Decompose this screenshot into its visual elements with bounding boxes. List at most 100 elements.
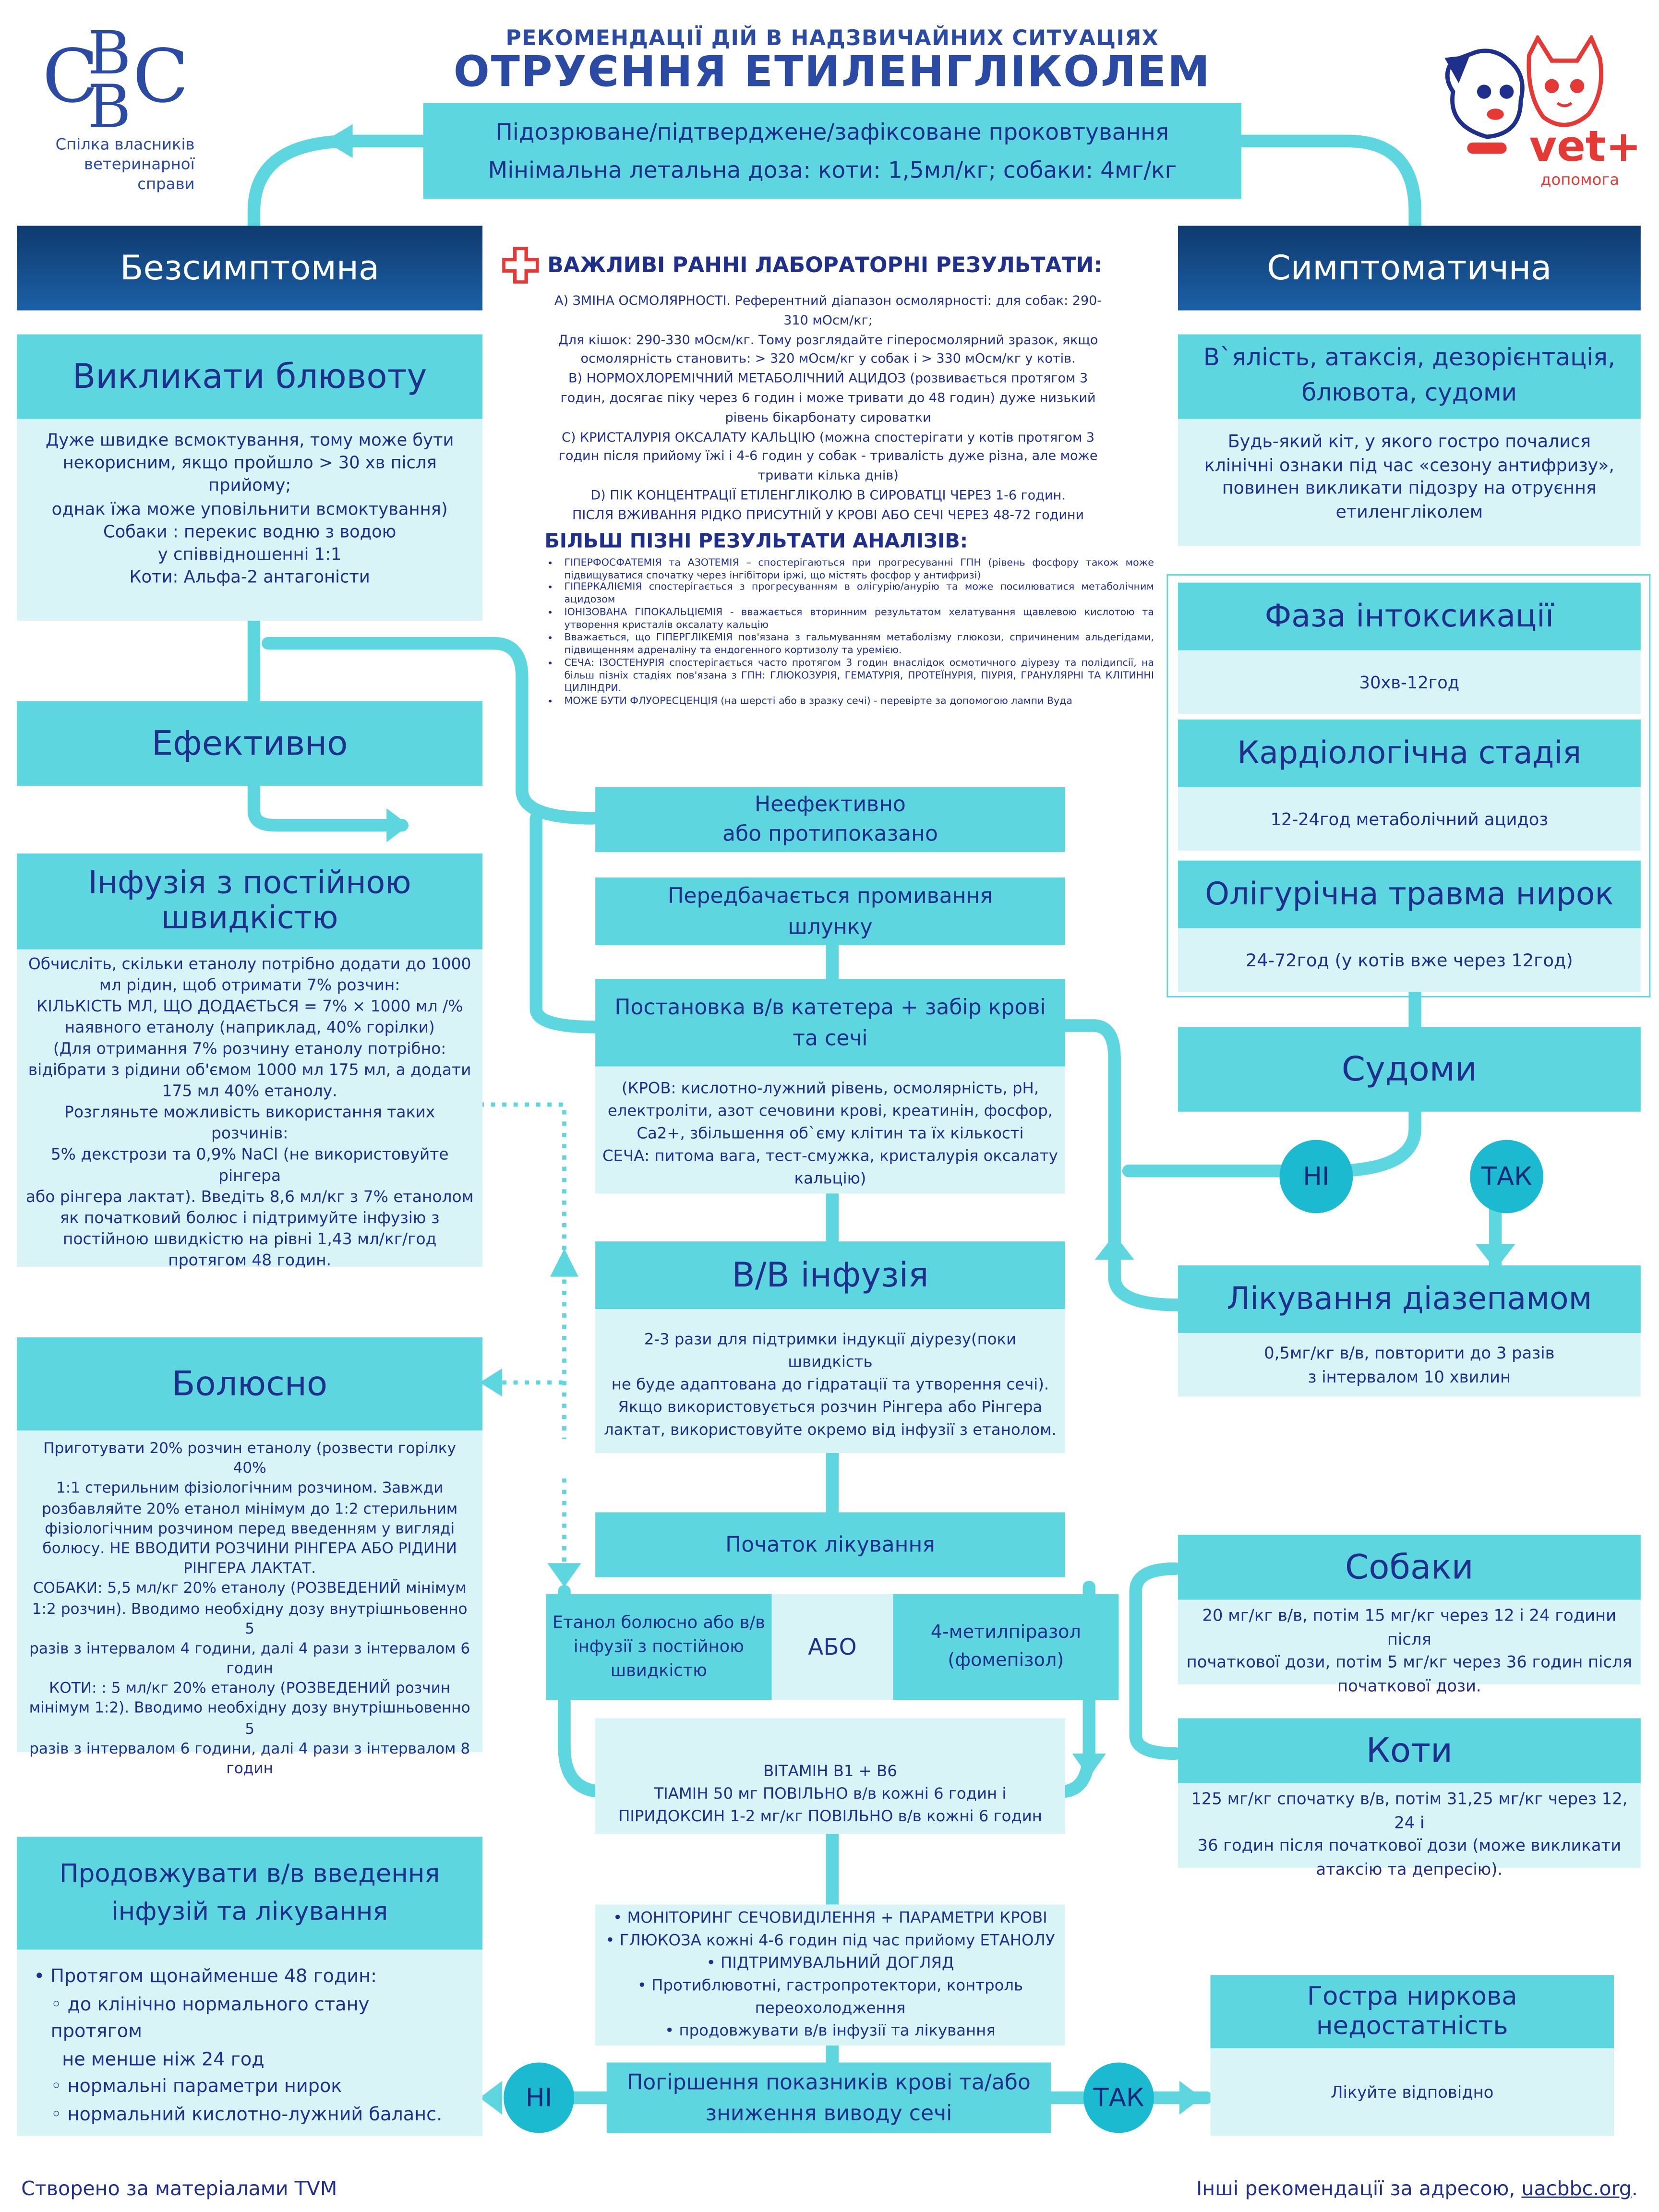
bolus-line: 1:2 розчин). Вводимо необхідну дозу внут… [32, 1600, 468, 1638]
late-lab-item: ГІПЕРФОСФАТЕМІЯ та АЗОТЕМІЯ – спостеріга… [565, 557, 1154, 582]
cri-line: 175 мл 40% етанолу. [162, 1082, 337, 1101]
late-lab-item: ГІПЕРКАЛІЄМІЯ спостерігається з прогресу… [565, 582, 1154, 607]
catheter-body: (КРОВ: кислотно-лужний рівень, осмолярні… [595, 1066, 1065, 1194]
bolus-line: 1:1 стерильним фізіологічним розчином. З… [56, 1480, 444, 1498]
signs-title-line: блювота, судоми [1301, 379, 1517, 408]
catheter-title-line: Постановка в/в катетера + забір крові [614, 994, 1046, 1020]
phase-renal-time: 24-72год (у котів вже через 12год) [1178, 928, 1641, 992]
catheter-line: електроліти, азот сечовини крові, креати… [607, 1102, 1053, 1120]
lethal-dose-text: Мінімальна летальна доза: коти: 1,5мл/кг… [488, 156, 1177, 184]
svg-text:C: C [42, 34, 98, 120]
bolus-line: фізіологічним розчином перед введенням у… [45, 1520, 455, 1538]
iv-infusion-title: В/В інфузія [595, 1241, 1065, 1310]
induce-vomit-line: однак їжа може уповільнити всмоктування) [51, 499, 448, 519]
worsening-line: Погіршення показників крові та/або [627, 2068, 1031, 2094]
org-line-1: Спілка власників [55, 135, 195, 154]
bolus-line: Приготувати 20% розчин етанолу (розвести… [43, 1440, 457, 1478]
cri-line: постійною швидкістю на рівні 1,43 мл/кг/… [62, 1230, 437, 1249]
continue-subitem: ◦ нормальний кислотно-лужний баланс. [50, 2104, 443, 2126]
cbbc-logo-icon: C B B C [42, 19, 189, 142]
early-lab-line: C) КРИСТАЛУРІЯ ОКСАЛАТУ КАЛЬЦІЮ (можна с… [561, 430, 1095, 445]
cri-line: Обчисліть, скільки етанолу потрібно дода… [28, 955, 471, 974]
seizures-no-circle: НІ [1279, 1140, 1353, 1214]
iv-line: Якщо використовується розчин Рінгера або… [618, 1397, 1043, 1417]
svg-text:B: B [87, 72, 131, 130]
late-lab-item: ІОНІЗОВАНА ГІПОКАЛЬЦІЄМІЯ - вважається в… [565, 607, 1154, 633]
induce-vomit-line: Дуже швидке всмоктування, тому може бути [45, 430, 454, 450]
continue-item: • Протягом щонайменше 48 годин: [34, 1966, 377, 1988]
signs-line: клінічні ознаки під час «сезону антифриз… [1204, 454, 1615, 475]
bolus-body: Приготувати 20% розчин етанолу (розвести… [17, 1430, 483, 1778]
asymptomatic-header: Безсимптомна [17, 226, 483, 311]
bolus-line: разів з інтервалом 4 години, далі 4 рази… [29, 1640, 470, 1658]
dog-cat-mascot-icon [1444, 33, 1603, 154]
phase-renal-title: Олігурічна травма нирок [1178, 860, 1641, 928]
dogs-line: початкової дози, потім 5 мг/кг через 36 … [1186, 1652, 1633, 1672]
worsening-box: Погіршення показників крові та/або зниже… [606, 2062, 1051, 2133]
footer-link[interactable]: uacbbc.org [1521, 2178, 1632, 2201]
iv-line: лактат, використовуйте окремо від інфузі… [604, 1420, 1057, 1439]
monitoring-line: • ГЛЮКОЗА кожні 4-6 годин під час прийом… [605, 1931, 1055, 1950]
lab-results: ВАЖЛИВІ РАННІ ЛАБОРАТОРНІ РЕЗУЛЬТАТИ: A)… [496, 247, 1159, 783]
ineffective-line: або протипоказано [722, 821, 938, 847]
cri-line: 5% декстрози та 0,9% NaCl (не використов… [50, 1145, 449, 1185]
iv-infusion-body: 2-3 рази для підтримки індукції діурезу(… [595, 1309, 1065, 1453]
effective-box: Ефективно [17, 701, 483, 786]
dogs-line: 20 мг/кг в/в, потім 15 мг/кг через 12 і … [1202, 1605, 1617, 1649]
header-subtitle: РЕКОМЕНДАЦІЇ ДІЙ В НАДЗВИЧАЙНИХ СИТУАЦІЯ… [505, 25, 1159, 51]
signs-line: етиленгліколем [1335, 501, 1483, 522]
vitamins-line: ТІАМІН 50 мг ПОВІЛЬНО в/в кожні 6 годин … [654, 1784, 1007, 1803]
seizures-yes-circle: ТАК [1470, 1140, 1544, 1214]
org-line-2: ветеринарної справи [84, 155, 195, 193]
cri-line: відібрати з рідини об'ємом 1000 мл 175 м… [28, 1060, 471, 1080]
induce-vomit-line: Собаки : перекис водню з водою [103, 521, 397, 541]
catheter-title-line: та сечі [793, 1025, 868, 1051]
vitamins-line: ПІРИДОКСИН 1-2 мг/кг ПОВІЛЬНО в/в кожні … [618, 1807, 1042, 1826]
early-labs-text: A) ЗМІНА ОСМОЛЯРНОСТІ. Референтний діапа… [496, 292, 1159, 526]
cats-line: 36 годин після початкової дози (може вик… [1197, 1836, 1622, 1856]
early-lab-line: годин після прийому їжі і 4-6 годин у со… [558, 449, 1098, 465]
cri-line: протягом 48 годин. [168, 1251, 332, 1270]
cats-body: 125 мг/кг спочатку в/в, потім 31,25 мг/к… [1178, 1783, 1641, 1879]
cri-line: як початковий болюс і підтримуйте інфузі… [60, 1209, 440, 1227]
lavage-line: Передбачається промивання [668, 882, 993, 908]
cri-line: Розгляньте можливість використання таких… [64, 1103, 435, 1143]
induce-vomit-line: Коти: Альфа-2 антагоністи [129, 567, 370, 587]
phase-intoxication-time: 30хв-12год [1178, 650, 1641, 714]
monitoring-line: • МОНІТОРИНГ СЕЧОВИДІЛЕННЯ + ПАРАМЕТРИ К… [613, 1909, 1047, 1927]
continue-item-text: Протягом щонайменше 48 годин: [50, 1966, 377, 1988]
footer-more: Інші рекомендації за адресою, uacbbc.org… [1196, 2178, 1638, 2201]
diazepam-title: Лікування діазепамом [1178, 1265, 1641, 1334]
continue-subitem-text: нормальні параметри нирок [67, 2076, 342, 2098]
monitoring-line: • ПІДТРИМУВАЛЬНИЙ ДОГЛЯД [706, 1953, 954, 1972]
worsening-line: зниження виводу сечі [705, 2100, 952, 2126]
fomepizole-box: 4-метилпіразол (фомепізол) [893, 1594, 1119, 1700]
cri-line: мл рідин, щоб отримати 7% розчин: [99, 976, 400, 995]
early-lab-line: B) НОРМОХЛОРЕМІЧНИЙ МЕТАБОЛІЧНИЙ АЦИДОЗ … [568, 371, 1088, 387]
phase-cardio-title: Кардіологічна стадія [1178, 719, 1641, 787]
monitoring-box: • МОНІТОРИНГ СЕЧОВИДІЛЕННЯ + ПАРАМЕТРИ К… [595, 1904, 1065, 2046]
footer-more-text: Інші рекомендації за адресою, [1196, 2178, 1522, 2201]
continue-body: • Протягом щонайменше 48 годин: ◦ до клі… [17, 1949, 483, 2136]
or-label: АБО [771, 1594, 893, 1700]
early-lab-line: рівень бікарбонату сироватки [725, 410, 931, 426]
gastric-lavage-box: Передбачається промивання шлунку [595, 877, 1065, 945]
ingestion-text: Підозрюване/підтверджене/зафіксоване про… [495, 118, 1169, 145]
header-title: ОТРУЄННЯ ЕТИЛЕНГЛІКОЛЕМ [453, 48, 1211, 97]
continue-subitem-text: до клінічно нормального стану протягом [50, 1994, 370, 2043]
early-lab-line: D) ПІК КОНЦЕНТРАЦІЇ ЕТІЛЕНГЛІКОЛЮ В СИРО… [590, 488, 1066, 504]
signs-body: Будь-який кіт, у якого гостро почалися к… [1178, 419, 1641, 546]
footer-source: Створено за матеріалами TVM [21, 2178, 337, 2201]
cri-line: або рінгера лактат). Введіть 8,6 мл/кг з… [25, 1188, 474, 1206]
cri-line: наявного етанолу (наприклад, 40% горілки… [64, 1018, 435, 1037]
ethanol-line: інфузії з постійною [573, 1636, 744, 1657]
early-lab-line: 310 мОсм/кг; [783, 313, 873, 329]
late-labs-title: БІЛЬШ ПІЗНІ РЕЗУЛЬТАТИ АНАЛІЗІВ: [544, 529, 968, 553]
continue-subitem: ◦ до клінічно нормального стану протягом [50, 1994, 370, 2043]
phases-frame [1166, 574, 1651, 998]
early-lab-line: осмолярність становить: > 320 мОсм/кг у … [580, 351, 1076, 368]
continue-subitem: ◦ нормальні параметри нирок [50, 2076, 342, 2098]
early-lab-line: Для кішок: 290-330 мОсм/кг. Тому розгляд… [558, 332, 1098, 348]
late-labs-list: ГІПЕРФОСФАТЕМІЯ та АЗОТЕМІЯ – спостеріга… [550, 557, 1154, 709]
